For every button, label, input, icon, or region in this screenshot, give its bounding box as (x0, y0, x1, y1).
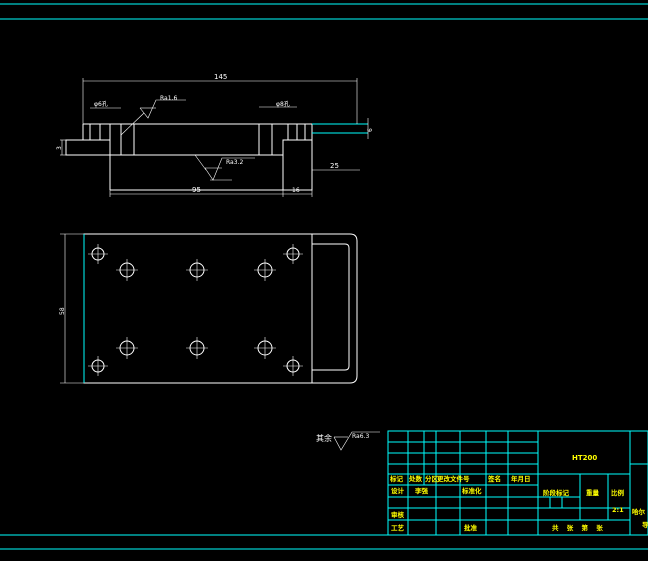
hole-mark (186, 337, 208, 359)
hole-mark (283, 244, 303, 264)
tb-process: 工艺 (391, 523, 405, 532)
top-view: 58 (59, 233, 358, 384)
dim-right-height: 6 (367, 128, 374, 132)
dim-bottom-right: 16 (292, 187, 300, 194)
dim-width: 58 (59, 307, 66, 315)
tb-designer: 李强 (414, 486, 429, 495)
tb-design: 设计 (391, 486, 405, 495)
tb-count: 处数 (408, 474, 423, 483)
material-label: HT200 (572, 454, 597, 462)
hole-mark (283, 356, 303, 376)
tb-sheet-label: 共 张 第 张 (552, 523, 606, 532)
general-roughness-label: 其余 (316, 433, 332, 443)
hole-mark (88, 356, 108, 376)
hole-mark (116, 259, 138, 281)
hole-mark (254, 337, 276, 359)
tb-review: 审核 (391, 510, 405, 519)
dim-bottom-length: 95 (192, 186, 201, 194)
tb-mark: 标记 (389, 474, 404, 483)
tb-standardization: 标准化 (461, 486, 482, 495)
dim-right-offset: 25 (330, 162, 339, 170)
dim-left-height: 3 (56, 146, 63, 150)
hole-mark (116, 337, 138, 359)
dim-left-hole: φ6孔 (94, 100, 108, 108)
general-roughness: 其余 Ra6.3 (316, 431, 380, 451)
front-view: 145 φ6孔 Ra1.6 φ8孔 Ra3.2 3 6 25 (56, 73, 374, 197)
tb-signature: 签名 (487, 474, 501, 483)
tb-zone: 分区 (425, 474, 439, 483)
hole-mark (254, 259, 276, 281)
tb-weight-label: 重量 (586, 488, 600, 497)
hole-mark (88, 244, 108, 264)
dim-roughness-bottom: Ra3.2 (226, 159, 243, 166)
general-roughness-value: Ra6.3 (352, 433, 369, 440)
hole-mark (186, 259, 208, 281)
title-block: HT200 标记 处数 分区 更改文件号 签名 年月日 设计 李强 标准化 审核… (387, 430, 648, 536)
tb-approve: 批准 (464, 523, 478, 532)
tb-date: 年月日 (511, 474, 531, 483)
tb-school-partial-2: 导 (642, 520, 648, 529)
tb-scale-value: 2:1 (612, 506, 624, 514)
sheet-border (0, 3, 648, 550)
tb-scale-label: 比例 (611, 488, 625, 497)
tb-stage-label: 阶段标记 (543, 488, 570, 497)
dim-roughness-top: Ra1.6 (160, 95, 177, 102)
tb-change-doc: 更改文件号 (437, 474, 470, 483)
hole-pattern (88, 244, 303, 376)
dim-right-hole: φ8孔 (276, 100, 290, 108)
dim-overall-length: 145 (214, 73, 227, 81)
tb-school-partial-1: 哈尔 (632, 507, 646, 516)
